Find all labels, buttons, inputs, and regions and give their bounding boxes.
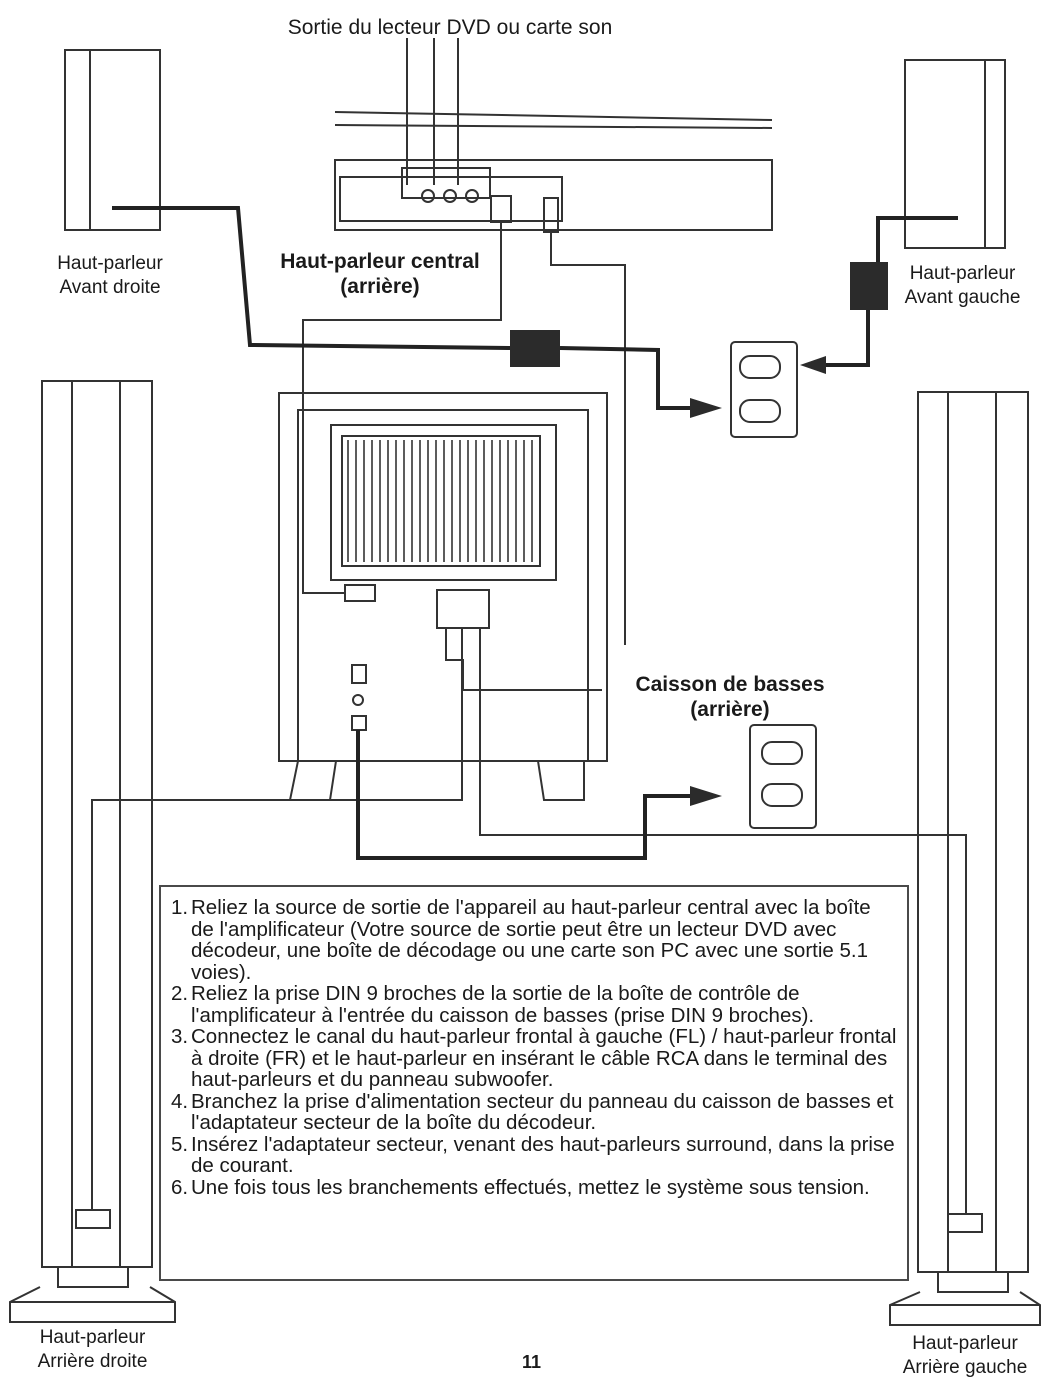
subwoofer-label: Caisson de basses (arrière) bbox=[635, 673, 825, 721]
plug-top-left bbox=[690, 398, 722, 418]
rear-left-speaker bbox=[889, 391, 1041, 1326]
plug-top-right bbox=[800, 356, 826, 374]
page-number: 11 bbox=[522, 1352, 542, 1372]
front-left-speaker bbox=[904, 59, 1006, 249]
front-left-label: Haut-parleur Avant gauche bbox=[904, 263, 1021, 308]
rear-right-speaker bbox=[9, 380, 176, 1323]
signal-cables bbox=[91, 220, 967, 1215]
source-cables bbox=[406, 38, 459, 185]
center-speaker-label: Haut-parleur central (arrière) bbox=[280, 250, 480, 298]
instruction-item: 1.Reliez la source de sortie de l'appare… bbox=[171, 896, 871, 984]
subwoofer-cabinet bbox=[278, 392, 608, 801]
instruction-item: 2.Reliez la prise DIN 9 broches de la so… bbox=[171, 982, 815, 1027]
rear-right-label: Haut-parleur Arrière droite bbox=[37, 1327, 148, 1372]
rear-left-label: Haut-parleur Arrière gauche bbox=[902, 1333, 1028, 1378]
instruction-item: 6.Une fois tous les branchements effectu… bbox=[171, 1175, 870, 1199]
front-right-cable bbox=[112, 206, 511, 350]
subwoofer-grille bbox=[347, 440, 533, 562]
instructions-list: 1.Reliez la source de sortie de l'appare… bbox=[171, 897, 899, 1198]
instruction-item: 4.Branchez la prise d'alimentation secte… bbox=[171, 1089, 894, 1134]
plug-bottom bbox=[690, 786, 722, 806]
front-right-label: Haut-parleur Avant droite bbox=[57, 253, 163, 298]
wall-outlet-bottom bbox=[749, 724, 817, 829]
instruction-item: 3.Connectez le canal du haut-parleur fro… bbox=[171, 1025, 897, 1091]
front-right-speaker bbox=[64, 49, 161, 231]
subwoofer-power-cable bbox=[356, 730, 690, 860]
center-amplifier-box bbox=[334, 111, 773, 233]
instructions-box: 1.Reliez la source de sortie de l'appare… bbox=[159, 885, 909, 1281]
wall-outlet-top bbox=[730, 341, 798, 438]
source-label: Sortie du lecteur DVD ou carte son bbox=[287, 16, 613, 39]
inline-block bbox=[850, 262, 888, 310]
power-adapter bbox=[510, 330, 560, 367]
instruction-item: 5.Insérez l'adaptateur secteur, venant d… bbox=[171, 1132, 895, 1177]
front-left-cable bbox=[876, 216, 958, 262]
